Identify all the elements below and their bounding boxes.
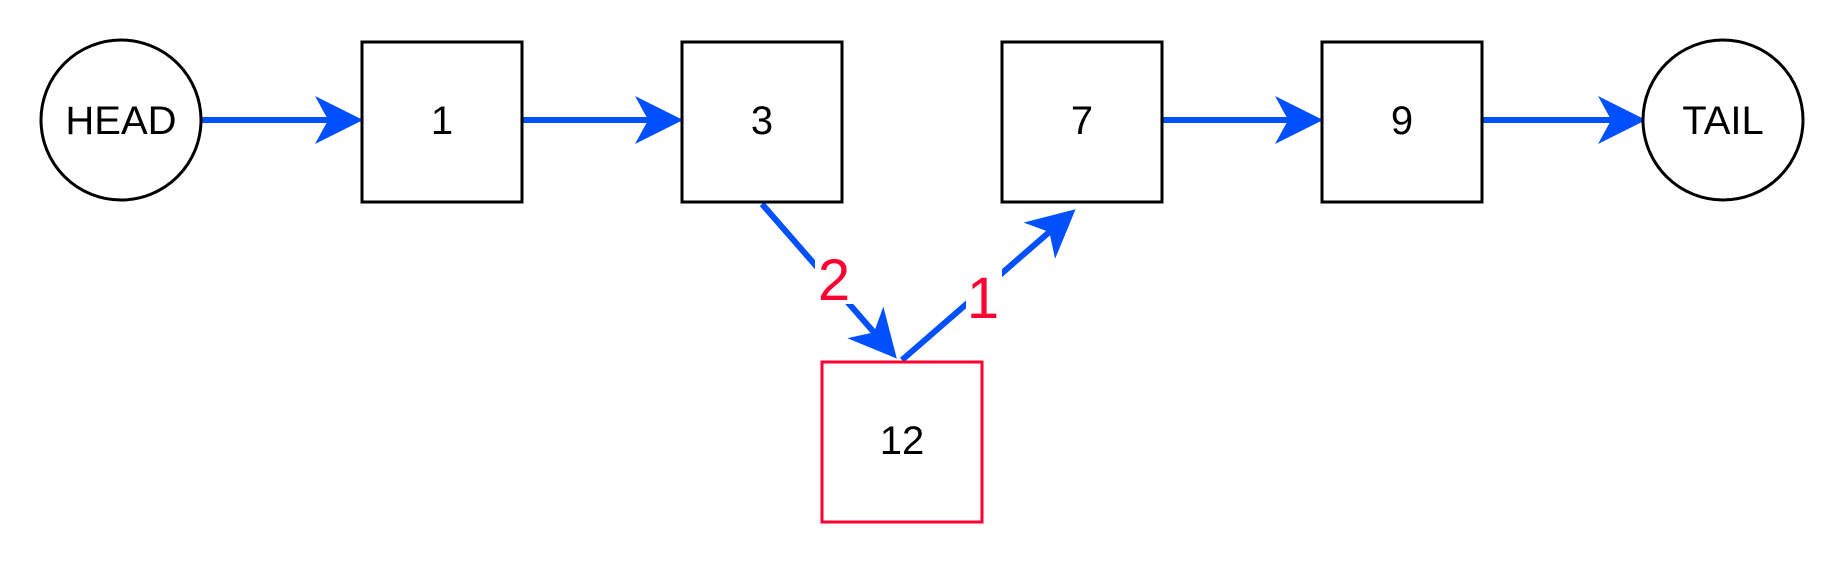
node-12-new: 12 — [820, 360, 984, 524]
step-labels: 2 1 — [815, 248, 1002, 331]
step-label-second: 2 — [818, 248, 850, 313]
node-3-label: 3 — [751, 99, 773, 143]
node-head: HEAD — [39, 38, 203, 202]
step-label-backdrop-2 — [815, 248, 853, 304]
node-12-label: 12 — [880, 419, 925, 463]
node-tail-label: TAIL — [1682, 99, 1764, 143]
node-head-label: HEAD — [65, 99, 176, 143]
node-7-label: 7 — [1071, 99, 1093, 143]
node-tail: TAIL — [1641, 38, 1805, 202]
node-9-label: 9 — [1391, 99, 1413, 143]
node-1: 1 — [360, 40, 524, 204]
step-label-first: 1 — [967, 266, 999, 331]
nodes: HEAD 1 3 7 9 TAIL 12 — [39, 38, 1805, 524]
node-1-label: 1 — [431, 99, 453, 143]
node-9: 9 — [1320, 40, 1484, 204]
step-label-backdrop-1 — [966, 266, 1002, 326]
node-7: 7 — [1000, 40, 1164, 204]
node-3: 3 — [680, 40, 844, 204]
